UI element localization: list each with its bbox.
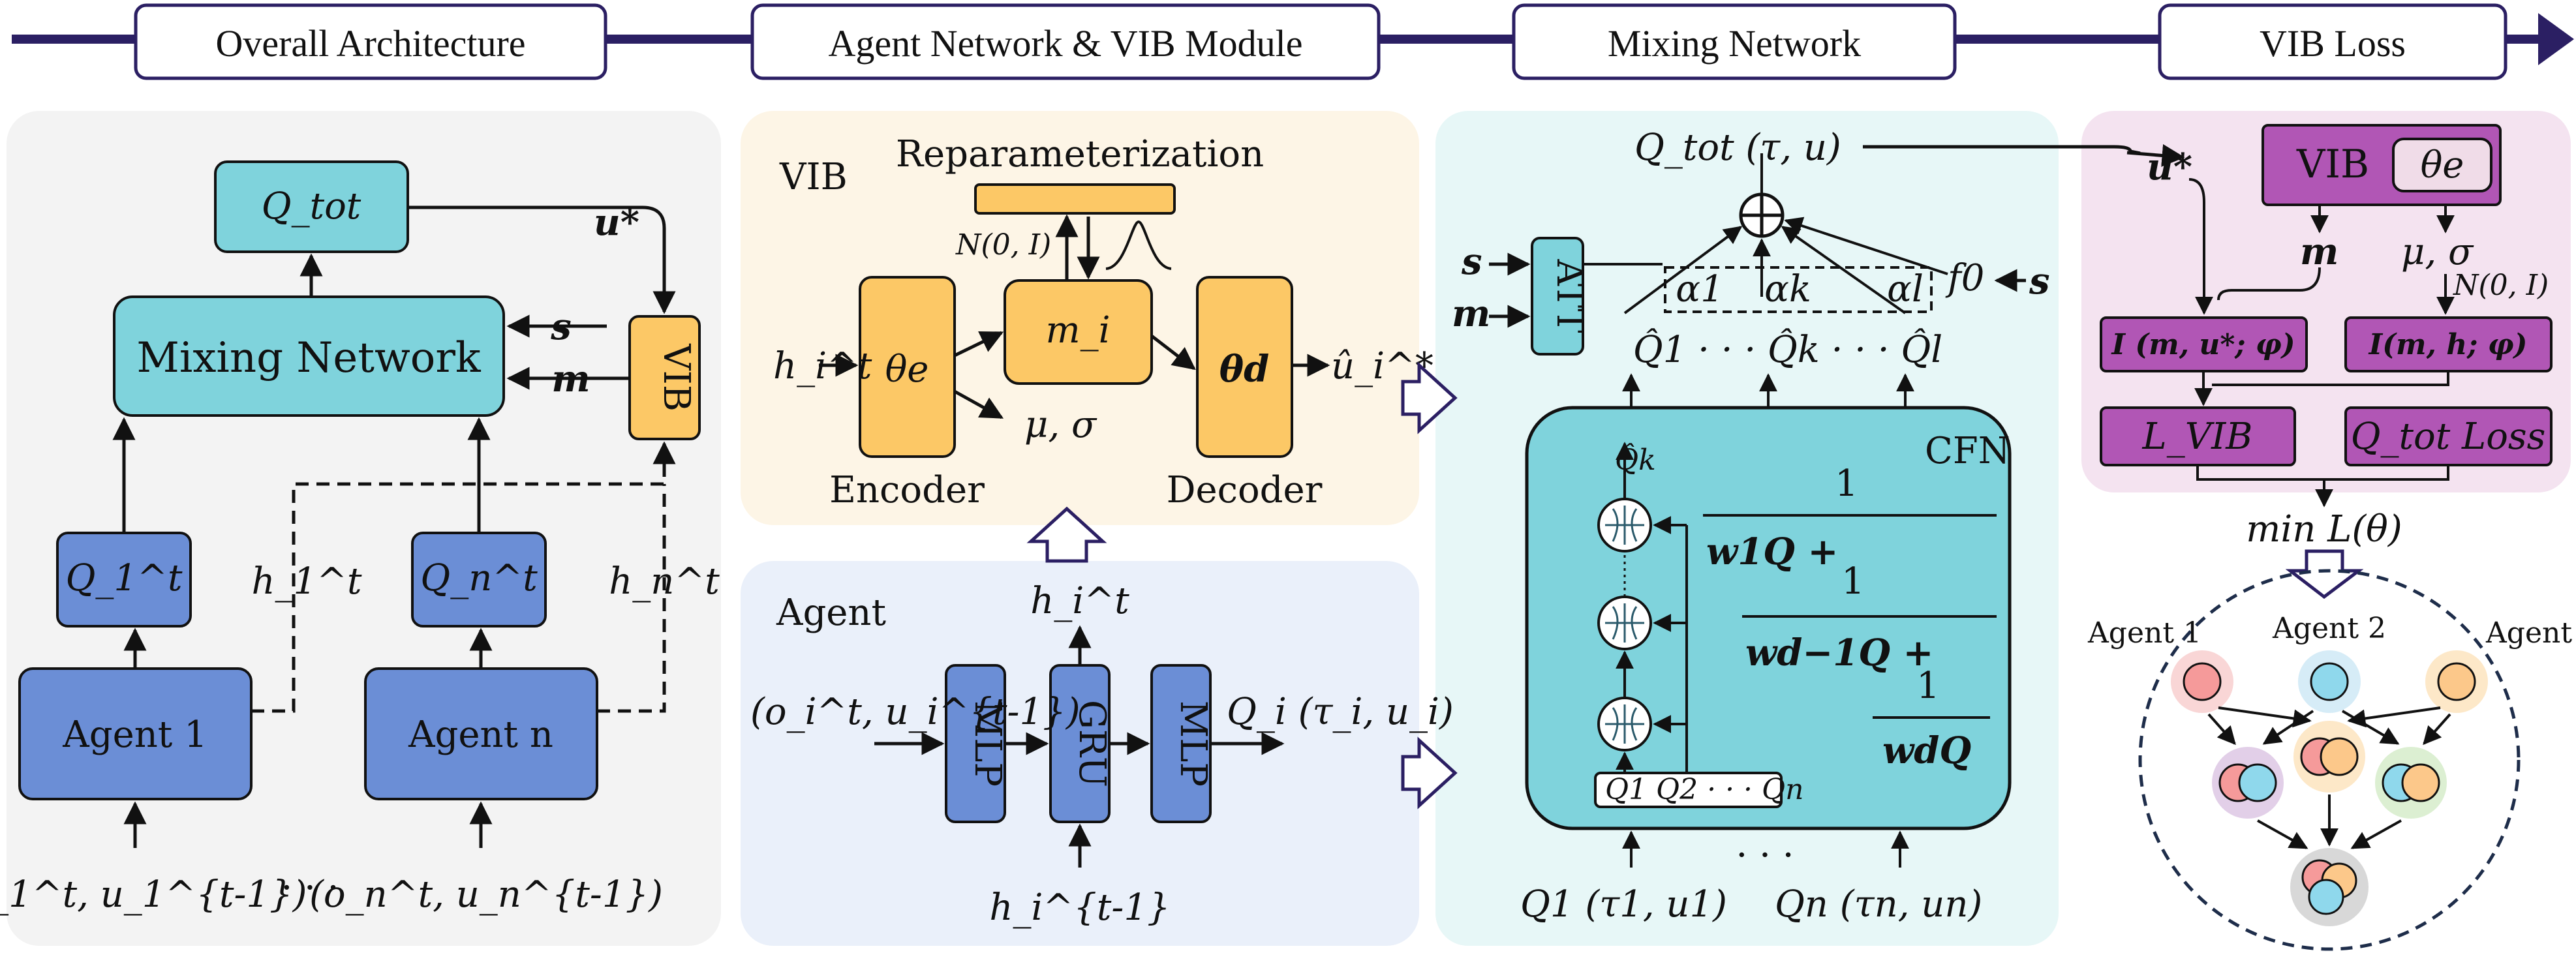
- q-input-row-label: Q1 Q2 · · · Qn: [1605, 773, 1803, 806]
- cluster-agent3-label: Agent 3: [2485, 616, 2576, 650]
- alpha-dashed-box: [1664, 266, 1933, 313]
- alpha1-label: α1: [1676, 268, 1723, 310]
- header-section-vib-loss-label: VIB Loss: [2260, 22, 2406, 65]
- min-loss-label: min L(θ): [2246, 508, 2402, 551]
- latent-label: m_i: [1045, 309, 1110, 352]
- reparam-box: [974, 183, 1176, 215]
- agent-embedding-icons: [2171, 650, 2488, 926]
- header-section-agent-vib-label: Agent Network & VIB Module: [828, 22, 1302, 65]
- vib-label-overall: VIB: [655, 343, 698, 412]
- header-section-agent-vib: [750, 3, 1381, 80]
- qk-hat-label: Q̂k: [1615, 442, 1656, 477]
- decoder-label: Decoder: [1167, 469, 1323, 511]
- qn-label: Q_n^t: [420, 557, 538, 599]
- agent-input-label: (o_i^t, u_i^{t-1}): [750, 691, 1081, 733]
- frac-one-3: 1: [1916, 665, 1940, 707]
- reparam-label: Reparameterization: [896, 133, 1264, 175]
- m-label-overall: m: [551, 357, 590, 401]
- vib-loss-m-label: m: [2300, 230, 2338, 273]
- mixing-dots-label: · · ·: [1736, 834, 1794, 877]
- frac-one-1: 1: [1835, 462, 1858, 505]
- mlp2-label: MLP: [1172, 701, 1214, 787]
- mixing-s-label: s: [1461, 240, 1482, 283]
- mixing-m-label: m: [1452, 292, 1490, 335]
- hollow-down-arrow: [2285, 549, 2364, 599]
- cfn-unit-icons: [1597, 442, 1688, 773]
- hn-label: h_n^t: [609, 560, 720, 603]
- mixing-qn-input-label: Qn (τn, un): [1775, 883, 1982, 926]
- agent-output-label: Q_i (τ_i, u_i): [1227, 691, 1454, 733]
- att-box: [1531, 237, 1584, 355]
- mi-h-label: I(m, h; φ): [2368, 328, 2528, 361]
- gru-label: GRU: [1071, 700, 1113, 787]
- agent-cluster-circle: [2138, 569, 2521, 951]
- mixing-q-tot-label: Q_tot (τ, u): [1634, 127, 1841, 169]
- vib-loss-u-star-label: u*: [2147, 145, 2192, 189]
- agent-module: Agent MLP GRU MLP h_i^t (o_i^t, u_i^{t-1…: [750, 580, 1454, 929]
- header-section-overall-label: Overall Architecture: [215, 22, 525, 65]
- header-section-mixing: [1512, 3, 1957, 80]
- s-label-overall: s: [550, 305, 572, 348]
- header-bar: Overall Architecture Agent Network & VIB…: [12, 3, 2574, 80]
- vib-module: VIB Reparameterization θe m_i θd h_i^t û…: [773, 133, 1434, 511]
- ellipsis-label: · · ·: [281, 867, 339, 909]
- mixing-network-box: [113, 295, 505, 417]
- att-label: ATT: [1548, 258, 1591, 333]
- mixing-network-label: Mixing Network: [136, 334, 482, 382]
- normal-label-vib: N(0, I): [955, 228, 1051, 262]
- q-input-row: [1594, 772, 1783, 808]
- cluster-agent2-label: Agent 2: [2272, 612, 2386, 645]
- encoder-box: [859, 276, 956, 458]
- continued-fraction: 1 w1Q + 1 wd−1Q + 1 wdQ: [1703, 462, 1997, 772]
- frac-one-2: 1: [1841, 560, 1865, 603]
- cluster-agent1-label: Agent 1: [2087, 616, 2201, 650]
- q-tot-loss-label: Q_tot Loss: [2351, 416, 2546, 458]
- overall-architecture: Q_tot Mixing Network VIB Q_1^t Q_n^t Age…: [0, 160, 720, 916]
- hollow-right-arrow-top: [1401, 361, 1458, 434]
- vib-loss: VIB θe u* m μ, σ N(0, I) I (m, u*; φ) I(…: [2087, 124, 2576, 951]
- vib-loss-normal-label: N(0, I): [2453, 269, 2549, 302]
- alphak-label: αk: [1764, 268, 1811, 310]
- theta-e-box: [2392, 138, 2492, 192]
- latent-box: [1004, 279, 1153, 385]
- mlp1-label: MLP: [966, 701, 1009, 787]
- vib-loss-vib-label: VIB: [2296, 142, 2369, 187]
- gaussian-curve-icon: [1105, 220, 1172, 270]
- agentn-label: Agent n: [408, 714, 553, 756]
- agent-h-out-label: h_i^t: [1030, 580, 1129, 622]
- mixing-q1-input-label: Q1 (τ1, u1): [1520, 883, 1727, 926]
- agent-h-prev-label: h_i^{t-1}: [989, 886, 1170, 929]
- header-section-mixing-label: Mixing Network: [1608, 22, 1861, 65]
- encoder-symbol: θe: [885, 348, 929, 391]
- hollow-right-arrow-bottom: [1401, 736, 1458, 809]
- vib-loss-mu-sigma-label: μ, σ: [2401, 231, 2474, 273]
- agent1-label: Agent 1: [62, 714, 207, 756]
- h1-label: h_1^t: [251, 560, 362, 603]
- header-section-overall: [134, 3, 607, 80]
- f0-label: f0: [1945, 257, 1984, 299]
- header-section-vib-loss: [2158, 3, 2507, 80]
- mixing-s-right-label: s: [2029, 260, 2050, 303]
- mixing-network-detail: Q_tot (τ, u) ATT s m α1 αk αl f0 s Q̂1 ·…: [1452, 127, 2185, 926]
- encoder-label: Encoder: [829, 469, 985, 511]
- mu-sigma-label-vib: μ, σ: [1024, 404, 1097, 446]
- frac-term-2: wd−1Q +: [1745, 631, 1933, 674]
- q-tot-label: Q_tot: [262, 185, 361, 228]
- theta-e-label: θe: [2421, 144, 2464, 187]
- frac-term-3: wdQ: [1882, 729, 1971, 772]
- decoder-symbol: θd: [1219, 348, 1270, 391]
- cfn-label: CFN: [1925, 430, 2010, 472]
- vib-title: VIB: [779, 156, 848, 198]
- agent-title: Agent: [776, 592, 886, 634]
- hollow-up-arrow: [1026, 506, 1107, 563]
- q1-label: Q_1^t: [66, 557, 183, 599]
- q-hats-label: Q̂1 · · · Q̂k · · · Q̂l: [1633, 327, 1942, 371]
- obs1-label: (o_1^t, u_1^{t-1}): [0, 873, 307, 916]
- l-vib-label: L_VIB: [2142, 416, 2253, 458]
- obsn-label: (o_n^t, u_n^{t-1}): [309, 873, 663, 916]
- frac-term-1: w1Q +: [1706, 530, 1838, 573]
- u-star-label-overall: u*: [594, 201, 639, 244]
- mi-u-label: I (m, u*; φ): [2110, 328, 2295, 361]
